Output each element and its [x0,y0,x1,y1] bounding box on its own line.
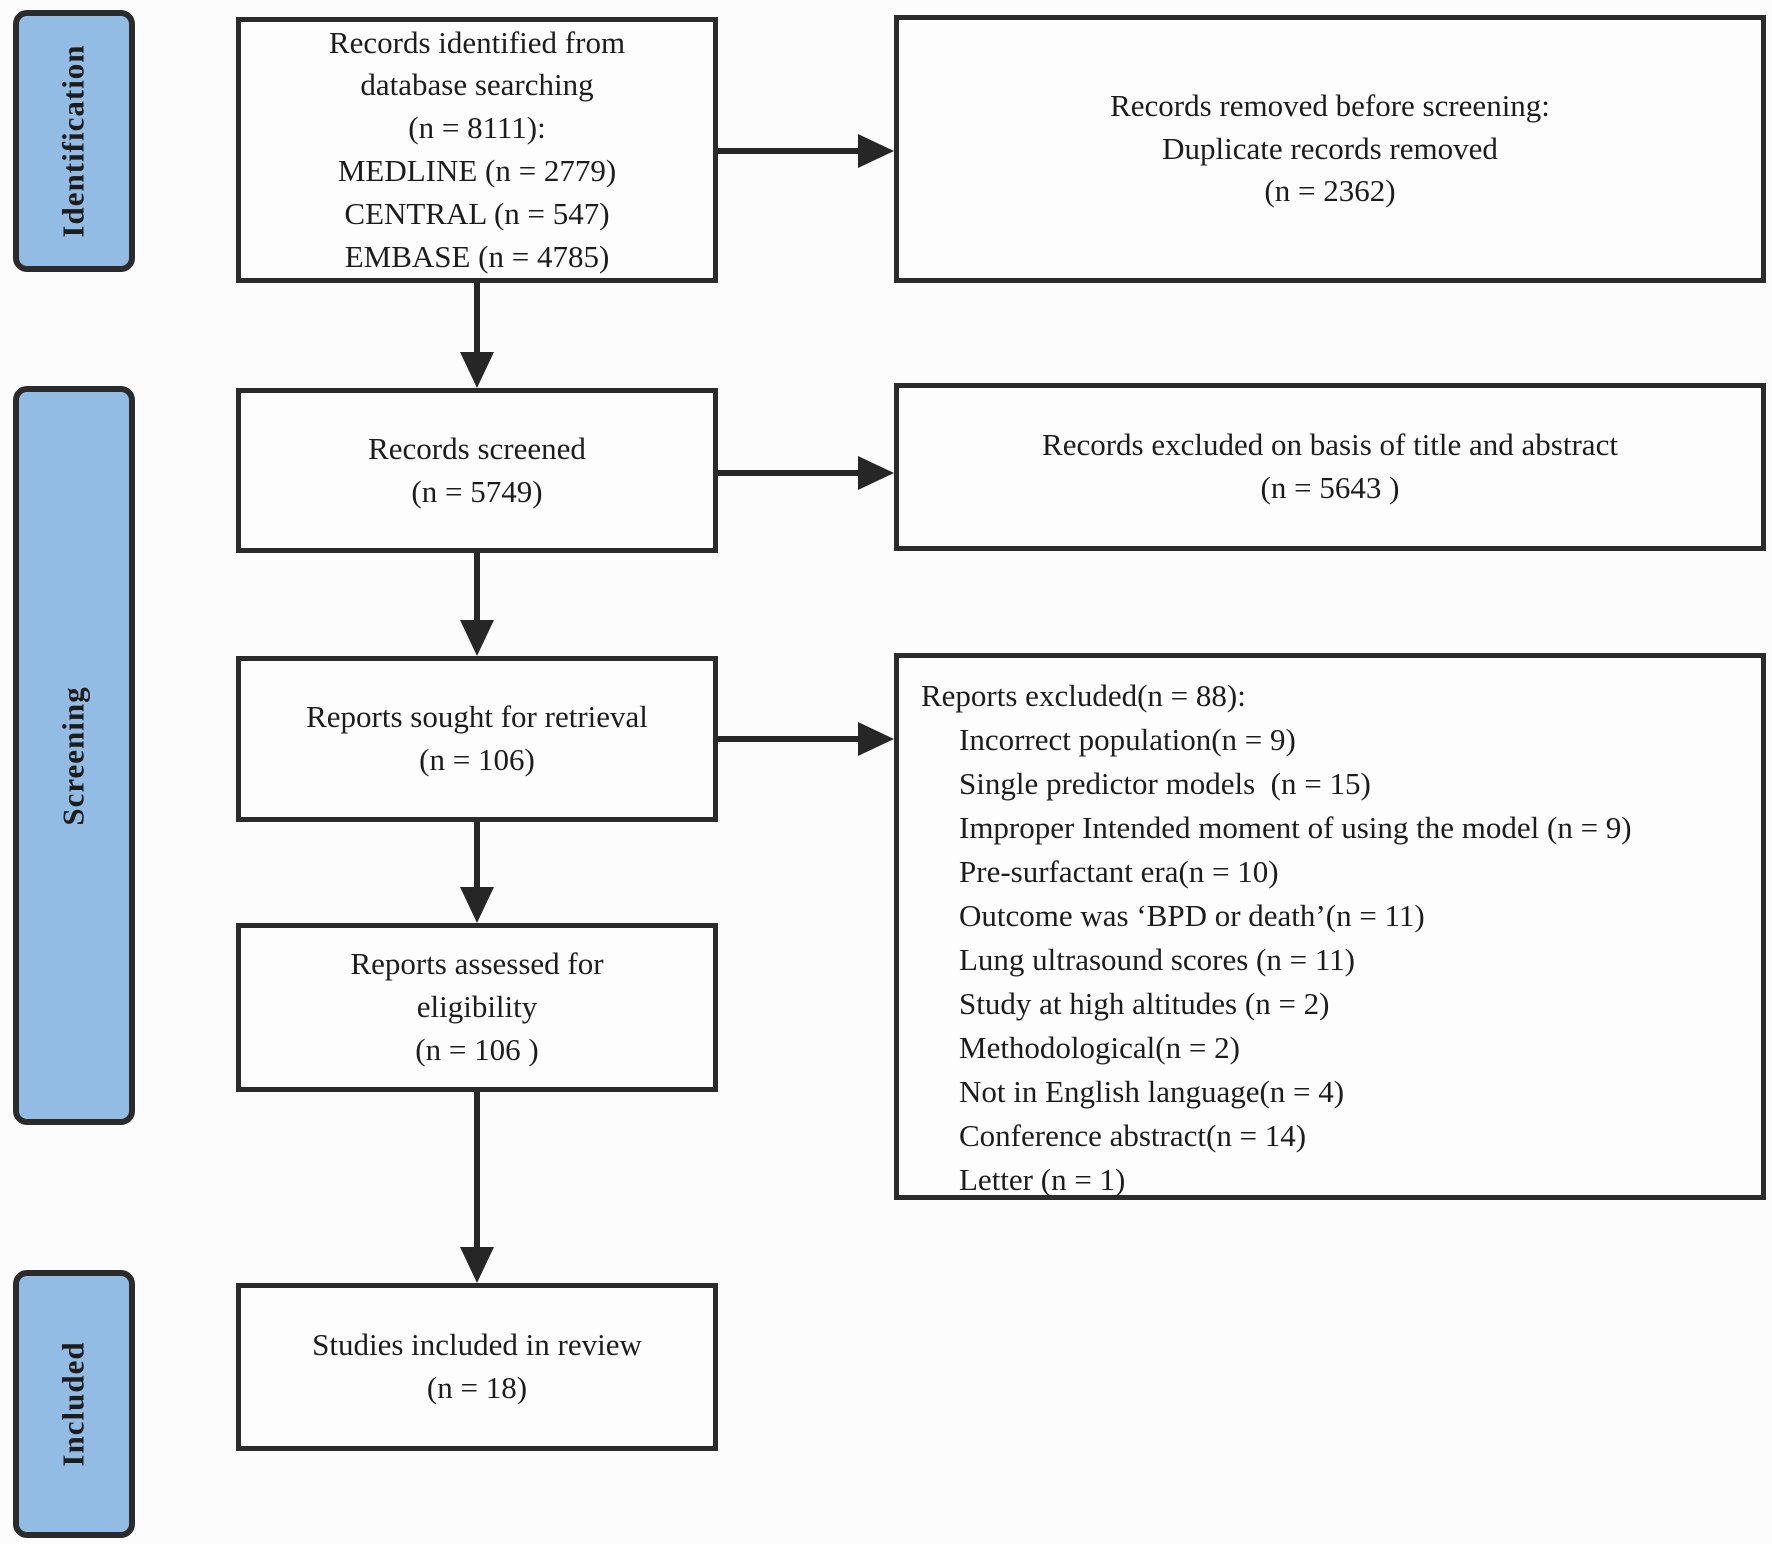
box-records-identified: Records identified from database searchi… [236,17,718,283]
stage-label-identification: Identification [56,44,91,238]
stage-box-identification: Identification [13,10,135,272]
arrow-sought-to-reports-excluded-head-icon [858,722,894,756]
reports-excluded-item: Lung ultrasound scores (n = 11) [959,942,1356,978]
reports-excluded-item: Pre-surfactant era(n = 10) [959,854,1279,890]
arrow-identified-to-screened-line [474,283,480,353]
reports-excluded-item: Letter (n = 1) [959,1162,1126,1198]
reports-excluded-item: Outcome was ‘BPD or death’(n = 11) [959,898,1425,934]
reports-excluded-item: Improper Intended moment of using the mo… [959,810,1632,846]
box-records-identified-line: (n = 8111): [408,110,546,146]
reports-excluded-item: Methodological(n = 2) [959,1030,1240,1066]
box-records-removed-line: (n = 2362) [1264,173,1396,209]
reports-excluded-item: Incorrect population(n = 9) [959,722,1296,758]
reports-excluded-item: Single predictor models (n = 15) [959,766,1371,802]
box-reports-excluded: Reports excluded(n = 88): Incorrect popu… [894,653,1766,1200]
arrow-screened-to-excluded-head-icon [858,456,894,490]
box-studies-included-line: Studies included in review [312,1327,642,1363]
box-records-excluded-line: Records excluded on basis of title and a… [1042,427,1618,463]
arrow-sought-to-reports-excluded-line [718,736,862,742]
box-records-removed-line: Records removed before screening: [1110,87,1550,123]
box-records-screened: Records screened (n = 5749) [236,388,718,553]
arrow-sought-to-assessed-head-icon [460,887,494,923]
arrow-assessed-to-included-head-icon [460,1247,494,1283]
box-studies-included: Studies included in review (n = 18) [236,1283,718,1451]
reports-excluded-heading: Reports excluded(n = 88): [921,678,1246,713]
box-records-identified-line: Records identified from [328,24,626,60]
box-records-identified-line: MEDLINE (n = 2779) [337,153,617,188]
box-records-identified-line: EMBASE (n = 4785) [344,238,610,274]
arrow-assessed-to-included-line [474,1092,480,1248]
box-records-screened-line: Records screened [368,430,586,466]
box-reports-assessed-line: (n = 106 ) [415,1031,539,1067]
arrow-screened-to-sought-head-icon [460,620,494,656]
arrow-identified-to-removed-line [718,148,862,154]
stage-label-screening: Screening [56,685,91,826]
box-reports-sought-line: Reports sought for retrieval [306,699,648,735]
box-reports-assessed-line: Reports assessed for [350,946,604,982]
box-reports-assessed-line: eligibility [416,989,538,1025]
box-records-removed-line: Duplicate records removed [1162,130,1498,166]
arrow-screened-to-sought-line [474,553,480,621]
reports-excluded-item: Study at high altitudes (n = 2) [959,986,1330,1022]
box-reports-assessed: Reports assessed for eligibility (n = 10… [236,923,718,1092]
box-records-excluded-title-abstract: Records excluded on basis of title and a… [894,383,1766,551]
reports-excluded-item: Not in English language(n = 4) [959,1074,1345,1110]
arrow-identified-to-removed-head-icon [858,134,894,168]
box-records-screened-line: (n = 5749) [411,473,543,509]
box-studies-included-line: (n = 18) [426,1370,528,1405]
box-records-identified-line: database searching [360,67,594,103]
arrow-screened-to-excluded-line [718,470,862,476]
arrow-identified-to-screened-head-icon [460,352,494,388]
box-records-identified-line: CENTRAL (n = 547) [344,195,610,231]
stage-box-screening: Screening [13,386,135,1125]
box-records-removed-before-screening: Records removed before screening: Duplic… [894,15,1766,283]
box-records-excluded-line: (n = 5643 ) [1260,470,1400,505]
box-reports-sought: Reports sought for retrieval (n = 106) [236,656,718,822]
stage-label-included: Included [56,1341,92,1467]
stage-box-included: Included [13,1270,135,1538]
box-reports-sought-line: (n = 106) [419,742,535,777]
arrow-sought-to-assessed-line [474,822,480,888]
reports-excluded-item: Conference abstract(n = 14) [959,1118,1307,1154]
